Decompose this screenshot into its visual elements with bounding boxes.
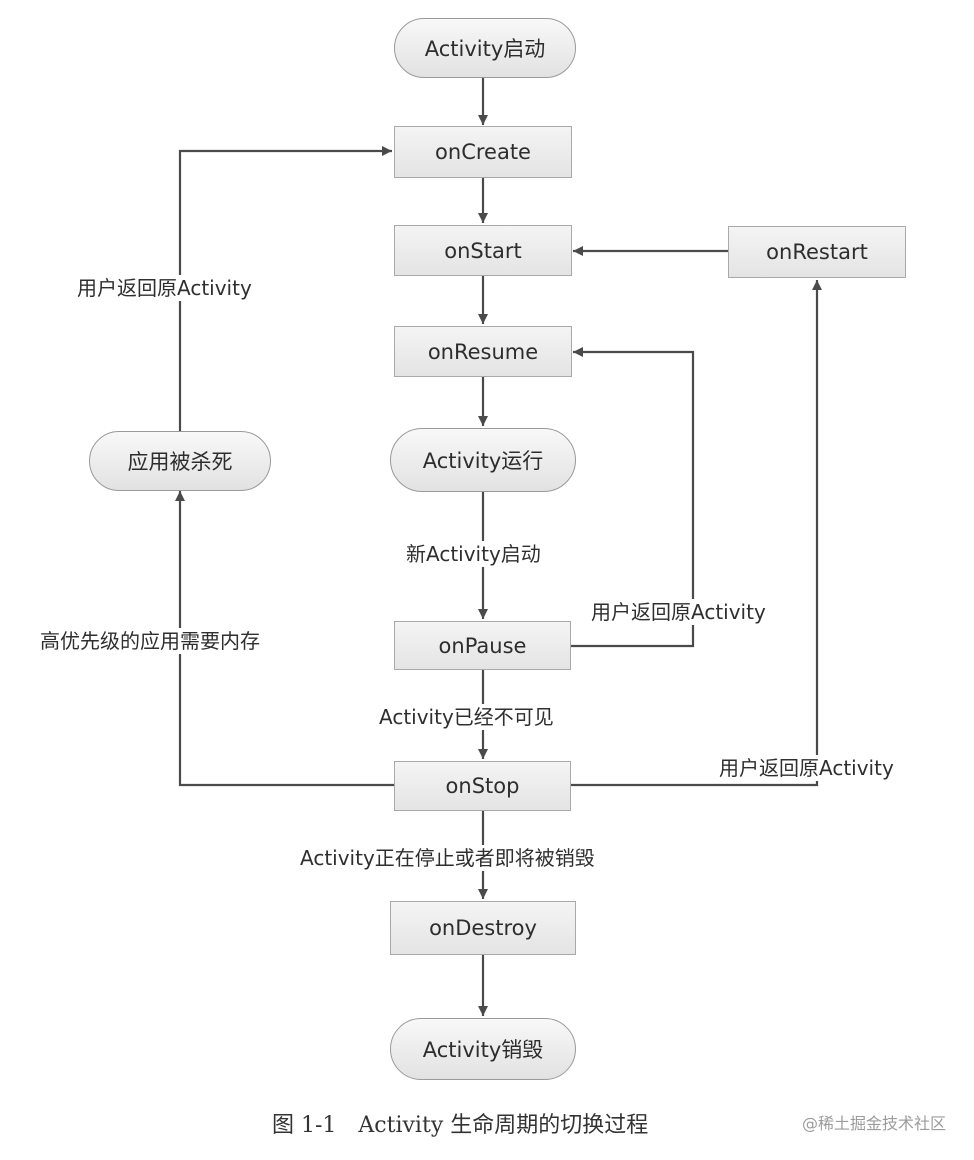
label-stopping-or-destroying: Activity正在停止或者即将被销毁 xyxy=(298,845,597,871)
app-killed-node: 应用被杀死 xyxy=(89,431,271,491)
label-return-to-restart: 用户返回原Activity xyxy=(717,755,896,781)
label-high-priority-memory: 高优先级的应用需要内存 xyxy=(38,628,262,654)
on-destroy-node: onDestroy xyxy=(390,901,576,955)
activity-destroyed-node: Activity销毁 xyxy=(390,1018,576,1080)
on-restart-node: onRestart xyxy=(728,226,906,278)
activity-running-node: Activity运行 xyxy=(390,428,576,492)
figure-title: Activity 生命周期的切换过程 xyxy=(358,1113,649,1138)
arrow-stop-to-app-killed xyxy=(175,491,394,787)
watermark: @稀土掘金技术社区 xyxy=(801,1114,946,1133)
label-return-to-create: 用户返回原Activity xyxy=(75,275,254,301)
on-pause-node: onPause xyxy=(394,621,571,670)
activity-start-node: Activity启动 xyxy=(394,18,576,78)
arrow-app-killed-to-create xyxy=(178,146,392,431)
figure-number: 图 1-1 xyxy=(272,1113,337,1138)
arrow-pause-to-resume xyxy=(571,347,695,648)
on-start-node: onStart xyxy=(394,225,572,276)
label-new-activity-started: 新Activity启动 xyxy=(404,541,543,567)
figure-caption: 图 1-1 Activity 生命周期的切换过程 xyxy=(272,1107,670,1139)
label-activity-invisible: Activity已经不可见 xyxy=(377,704,556,730)
label-return-to-resume: 用户返回原Activity xyxy=(589,599,768,625)
on-create-node: onCreate xyxy=(394,126,572,178)
on-resume-node: onResume xyxy=(394,326,572,377)
arrow-stop-to-restart xyxy=(571,280,822,787)
on-stop-node: onStop xyxy=(394,761,571,811)
